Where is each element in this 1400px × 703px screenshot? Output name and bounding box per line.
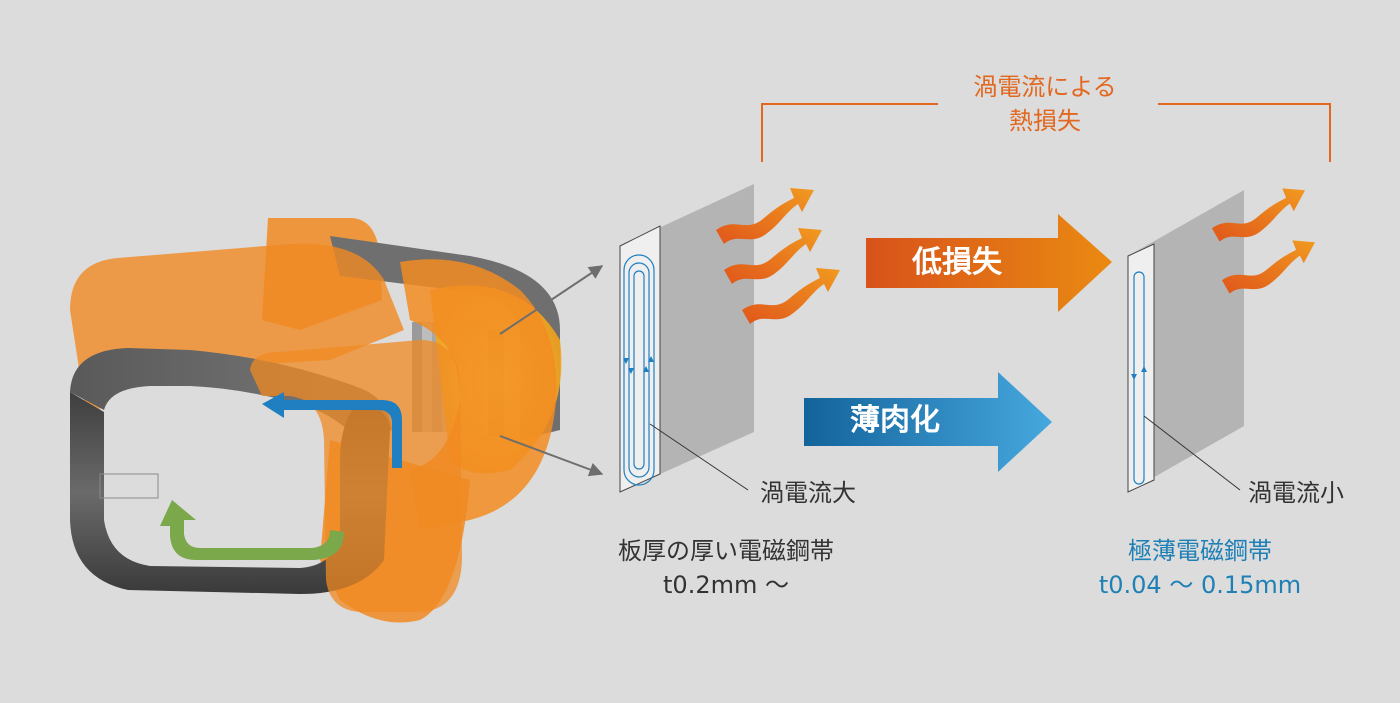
eddy-small-leader [1143, 415, 1241, 491]
transformer-illustration [70, 218, 604, 623]
blue-flux-arrow [262, 392, 402, 468]
thin-strip-caption: 極薄電磁鋼帯 t0.04 ～ 0.15mm [1050, 534, 1350, 602]
thick-strip-name: 板厚の厚い電磁鋼帯 [618, 537, 834, 565]
leader-arrow-top [499, 265, 604, 335]
front-core-top [70, 348, 392, 440]
heat-loss-label-line2: 熱損失 [1009, 107, 1081, 135]
thinning-label: 薄肉化 [850, 403, 940, 438]
thin-strip-thickness: t0.04 ～ 0.15mm [1098, 571, 1302, 599]
core-label-plate [99, 473, 159, 499]
eddy-small-marks [1131, 366, 1147, 380]
heat-loss-bracket [761, 103, 1331, 162]
orange-coil-outer [70, 243, 404, 440]
thinning-arrow [804, 372, 1052, 472]
thick-strip-face [619, 225, 661, 493]
low-loss-label: 低損失 [912, 245, 1002, 280]
green-current-arrow [160, 500, 344, 560]
eddy-small-label: 渦電流小 [1248, 479, 1344, 507]
thick-strip-thickness: t0.2mm ～ [663, 571, 789, 599]
leader-arrow-bottom [499, 435, 604, 477]
thick-strip-caption: 板厚の厚い電磁鋼帯 t0.2mm ～ [576, 534, 876, 602]
thin-strip [1127, 190, 1244, 493]
eddy-direction-marks [623, 356, 654, 374]
orange-coil-front [250, 340, 462, 612]
thick-strip [619, 184, 754, 493]
thin-strip-name: 極薄電磁鋼帯 [1128, 537, 1272, 565]
heat-loss-label-line1: 渦電流による [973, 73, 1117, 101]
low-loss-arrow [866, 214, 1112, 312]
eddy-large-label: 渦電流大 [760, 479, 856, 507]
thin-strip-face [1127, 243, 1155, 493]
eddy-large-leader [649, 423, 749, 491]
thin-strip-back [1128, 190, 1244, 492]
heat-loss-label: 渦電流による 熱損失 [945, 70, 1145, 138]
